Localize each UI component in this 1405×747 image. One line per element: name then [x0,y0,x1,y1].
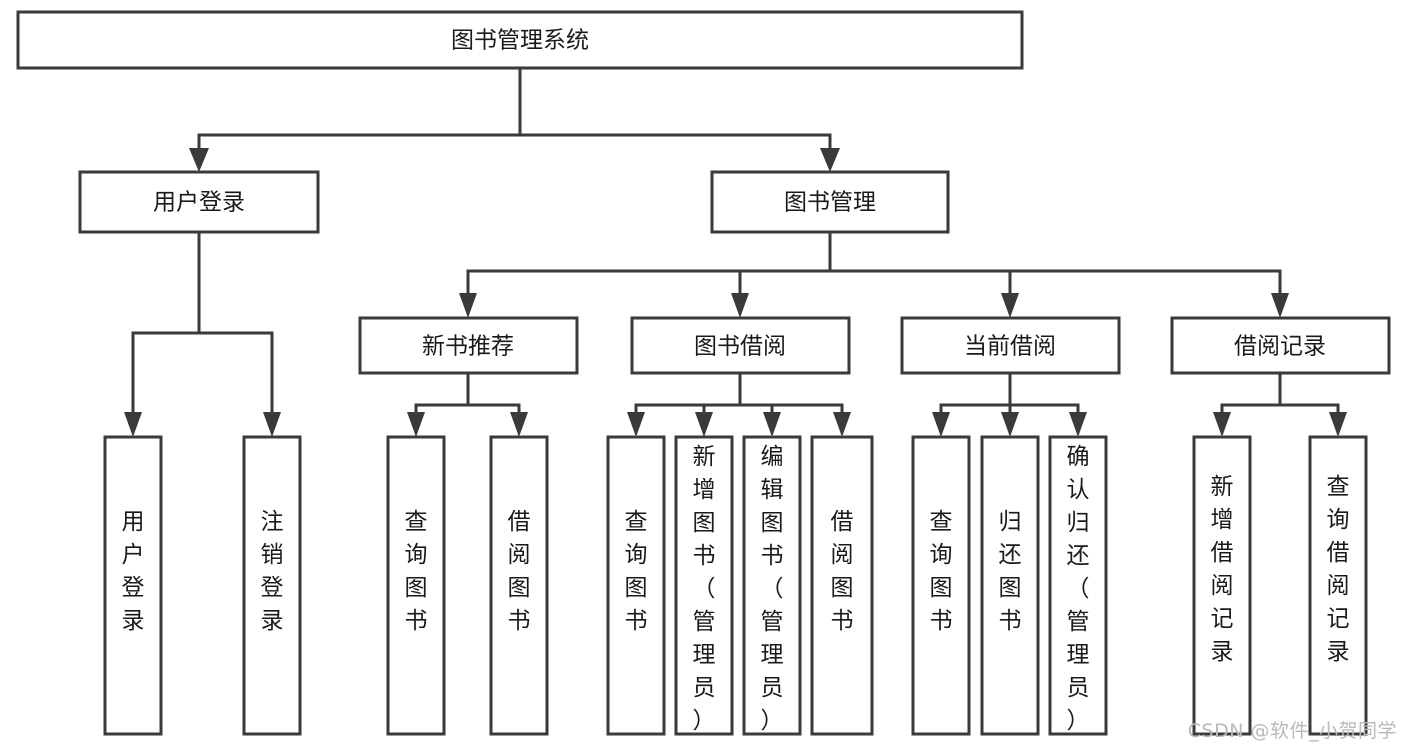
arrow-nb-leaf-1 [407,412,425,437]
node-leaf-borrow-book-2-label: 借阅图书 [831,509,854,634]
arrow-cb-leaf-1 [932,412,950,437]
node-leaf-borrow-book-2[interactable]: 借阅图书 [810,435,874,736]
node-new-book-rec-label: 新书推荐 [422,334,514,360]
node-leaf-confirm-return-label: 确认归还（管理员） [1067,444,1090,734]
arrow-nb-leaf-2 [510,412,528,437]
node-leaf-query-book-1-box[interactable] [386,435,446,736]
node-user-login-label: 用户登录 [153,190,245,216]
node-book-borrow-label: 图书借阅 [694,334,786,360]
arrow-bb-leaf-1 [627,412,645,437]
node-book-manage-label: 图书管理 [784,190,876,216]
node-leaf-query-book-1-label: 查询图书 [405,509,428,634]
node-leaf-confirm-return-box[interactable] [1048,435,1108,736]
node-leaf-query-record[interactable]: 查询借阅记录 [1308,435,1368,736]
node-leaf-user-login[interactable]: 用户登录 [103,435,163,736]
node-root-box[interactable] [16,10,1024,70]
node-leaf-borrow-book-2-box[interactable] [810,435,874,736]
node-book-borrow[interactable]: 图书借阅 [630,316,851,375]
arrow-userlogin-leaf-1 [124,412,142,437]
node-new-book-rec-box[interactable] [358,316,579,375]
arrow-bb-leaf-2 [695,412,713,437]
node-leaf-add-book-box[interactable] [674,435,734,736]
node-leaf-query-record-label: 查询借阅记录 [1327,474,1350,665]
node-leaf-add-book[interactable]: 新增图书（管理员） [674,435,734,736]
connectors-layer [124,66,1347,437]
node-leaf-add-record[interactable]: 新增借阅记录 [1192,435,1252,736]
node-leaf-query-book-1[interactable]: 查询图书 [386,435,446,736]
arrow-br-leaf-2 [1329,412,1347,437]
node-current-borrow[interactable]: 当前借阅 [900,316,1121,375]
node-leaf-edit-book[interactable]: 编辑图书（管理员） [742,435,802,736]
node-leaf-add-record-label: 新增借阅记录 [1211,474,1234,665]
node-borrow-record-label: 借阅记录 [1234,334,1326,360]
node-current-borrow-box[interactable] [900,316,1121,375]
node-leaf-query-book-3-box[interactable] [911,435,971,736]
node-leaf-query-record-box[interactable] [1308,435,1368,736]
node-leaf-logout-box[interactable] [242,435,302,736]
arrow-cb-leaf-3 [1069,412,1087,437]
arrow-bm-to-currentborrow [1001,293,1019,318]
node-leaf-return-book[interactable]: 归还图书 [980,435,1040,736]
node-leaf-add-record-box[interactable] [1192,435,1252,736]
node-user-login-box[interactable] [78,170,320,234]
node-book-manage[interactable]: 图书管理 [710,170,950,234]
arrow-root-to-book-manage [820,148,840,172]
arrow-bb-leaf-4 [833,412,851,437]
node-leaf-edit-book-label: 编辑图书（管理员） [761,444,784,734]
node-leaf-confirm-return[interactable]: 确认归还（管理员） [1048,435,1108,736]
node-leaf-query-book-2-label: 查询图书 [625,509,648,634]
node-leaf-add-book-label: 新增图书（管理员） [693,444,716,734]
node-leaf-borrow-book-1-box[interactable] [489,435,549,736]
node-leaf-logout-label: 注销登录 [261,509,284,634]
node-leaf-borrow-book-1[interactable]: 借阅图书 [489,435,549,736]
arrow-br-leaf-1 [1213,412,1231,437]
node-leaf-query-book-3-label: 查询图书 [930,509,953,634]
node-leaf-return-book-box[interactable] [980,435,1040,736]
node-borrow-record-box[interactable] [1170,316,1391,375]
arrow-bm-to-bookborrow [731,293,749,318]
csdn-watermark: CSDN @软件_小贺同学 [1187,720,1397,742]
node-leaf-user-login-box[interactable] [103,435,163,736]
node-current-borrow-label: 当前借阅 [964,334,1056,360]
node-borrow-record[interactable]: 借阅记录 [1170,316,1391,375]
arrow-bb-leaf-3 [763,412,781,437]
node-leaf-return-book-label: 归还图书 [999,509,1022,634]
node-user-login[interactable]: 用户登录 [78,170,320,234]
arrow-root-to-user-login [189,148,209,172]
node-leaf-query-book-2[interactable]: 查询图书 [606,435,666,736]
node-leaf-query-book-2-box[interactable] [606,435,666,736]
node-root-label: 图书管理系统 [451,28,589,54]
node-leaf-edit-book-box[interactable] [742,435,802,736]
node-book-borrow-box[interactable] [630,316,851,375]
node-leaf-logout[interactable]: 注销登录 [242,435,302,736]
arrow-cb-leaf-2 [1001,412,1019,437]
arrow-bm-to-newbook [459,293,477,318]
node-new-book-rec[interactable]: 新书推荐 [358,316,579,375]
node-leaf-borrow-book-1-label: 借阅图书 [508,509,531,634]
node-leaf-user-login-label: 用户登录 [122,509,145,634]
node-book-manage-box[interactable] [710,170,950,234]
node-root[interactable]: 图书管理系统 [16,10,1024,70]
node-leaf-query-book-3[interactable]: 查询图书 [911,435,971,736]
arrow-userlogin-leaf-2 [263,412,281,437]
arrow-bm-to-borrowrecord [1271,293,1289,318]
